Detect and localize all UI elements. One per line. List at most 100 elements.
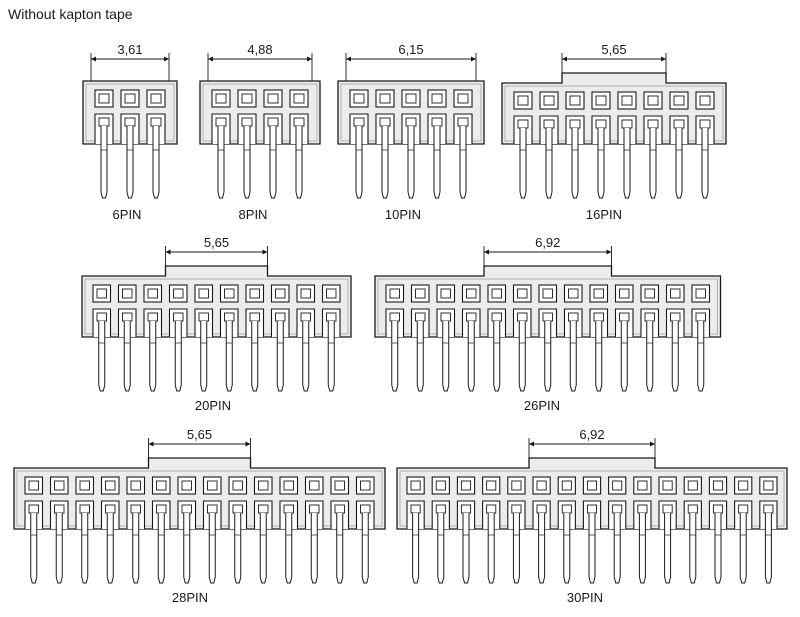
contact-window-inner (181, 480, 192, 491)
contact-window-inner (415, 312, 426, 322)
contact-window-inner (644, 288, 655, 299)
dimension-label: 6,92 (579, 427, 604, 442)
pin (269, 126, 277, 199)
contact-window-inner (232, 504, 243, 514)
contact-window-inner (763, 504, 774, 514)
pin (544, 321, 552, 392)
pin (106, 513, 114, 584)
contact-window-inner (147, 288, 158, 299)
contact-window-inner (124, 117, 136, 127)
contact-window-inner (249, 312, 260, 322)
dimension-arrow (606, 249, 612, 255)
pin (646, 321, 654, 392)
dimension-arrow (245, 441, 251, 447)
pin (295, 126, 303, 199)
contact-window-inner (122, 288, 133, 299)
pin (689, 513, 697, 584)
contact-window-inner (326, 312, 337, 322)
pin (764, 513, 772, 584)
pin (437, 513, 445, 584)
contact-window-inner (353, 117, 365, 127)
contact-window-inner (379, 117, 391, 127)
contact-window-inner (360, 504, 371, 514)
contact-window-inner (283, 504, 294, 514)
contact-window-inner (405, 117, 417, 127)
pin (433, 126, 441, 199)
contact-window-inner (105, 480, 116, 491)
body-inner-edge (202, 83, 318, 142)
contact-window-inner (612, 504, 623, 514)
dimension-arrow (307, 56, 312, 62)
contact-window-inner (593, 288, 604, 299)
contact-window-inner (431, 117, 443, 127)
contact-window-inner (79, 504, 90, 514)
contact-window-inner (486, 480, 497, 491)
contact-window-inner (612, 480, 623, 491)
pin (519, 128, 527, 199)
connector-body (501, 72, 727, 145)
contact-window-inner (517, 288, 528, 299)
contact-window-inner (595, 95, 607, 106)
contact-window-inner (207, 504, 218, 514)
contact-window-inner (241, 117, 253, 127)
contact-window-inner (543, 119, 555, 129)
pin (671, 321, 679, 392)
dimension-arrow (165, 249, 171, 255)
contact-window-inner (300, 312, 311, 322)
contact-window-inner (326, 288, 337, 299)
pin (412, 513, 420, 584)
contact-window-inner (130, 480, 141, 491)
contact-window-inner (54, 504, 65, 514)
contact-window-inner (517, 95, 529, 106)
pin (152, 126, 160, 199)
page-title: Without kapton tape (8, 6, 133, 22)
contact-window-inner (568, 288, 579, 299)
body-inner-edge (84, 278, 349, 335)
pin (416, 321, 424, 392)
pin (563, 513, 571, 584)
contact-window-inner (647, 95, 659, 106)
dimension-arrow (91, 56, 96, 62)
pin (55, 513, 63, 584)
pin (442, 321, 450, 392)
pin (208, 513, 216, 584)
contact-window-inner (241, 93, 253, 104)
pin (98, 321, 106, 392)
pin (183, 513, 191, 584)
pin (234, 513, 242, 584)
pin (545, 128, 553, 199)
connector-body (337, 80, 485, 145)
contact-window-inner (637, 504, 648, 514)
contact-window-inner (334, 480, 345, 491)
pin (739, 513, 747, 584)
contact-window-inner (466, 288, 477, 299)
body-inner-edge (16, 470, 383, 527)
pin (149, 321, 157, 392)
pin (225, 321, 233, 392)
dimension-label: 6,92 (535, 235, 560, 250)
body-inner-edge (504, 85, 724, 142)
contact-window-inner (410, 480, 421, 491)
contact-window-inner (511, 480, 522, 491)
contact-window-inner (491, 288, 502, 299)
dimension-arrow (471, 56, 476, 62)
contact-window-inner (98, 117, 110, 127)
contact-window-inner (293, 117, 305, 127)
pin-count-label: 8PIN (239, 207, 268, 222)
pin (512, 513, 520, 584)
dimension-label: 5,65 (204, 235, 229, 250)
contact-window-inner (542, 312, 553, 322)
pin-count-label: 30PIN (567, 590, 603, 605)
contact-window-inner (738, 480, 749, 491)
pin (595, 321, 603, 392)
pin (336, 513, 344, 584)
pin (714, 513, 722, 584)
contact-window-inner (150, 117, 162, 127)
contact-window-inner (536, 504, 547, 514)
pin (569, 321, 577, 392)
contact-window-inner (275, 312, 286, 322)
